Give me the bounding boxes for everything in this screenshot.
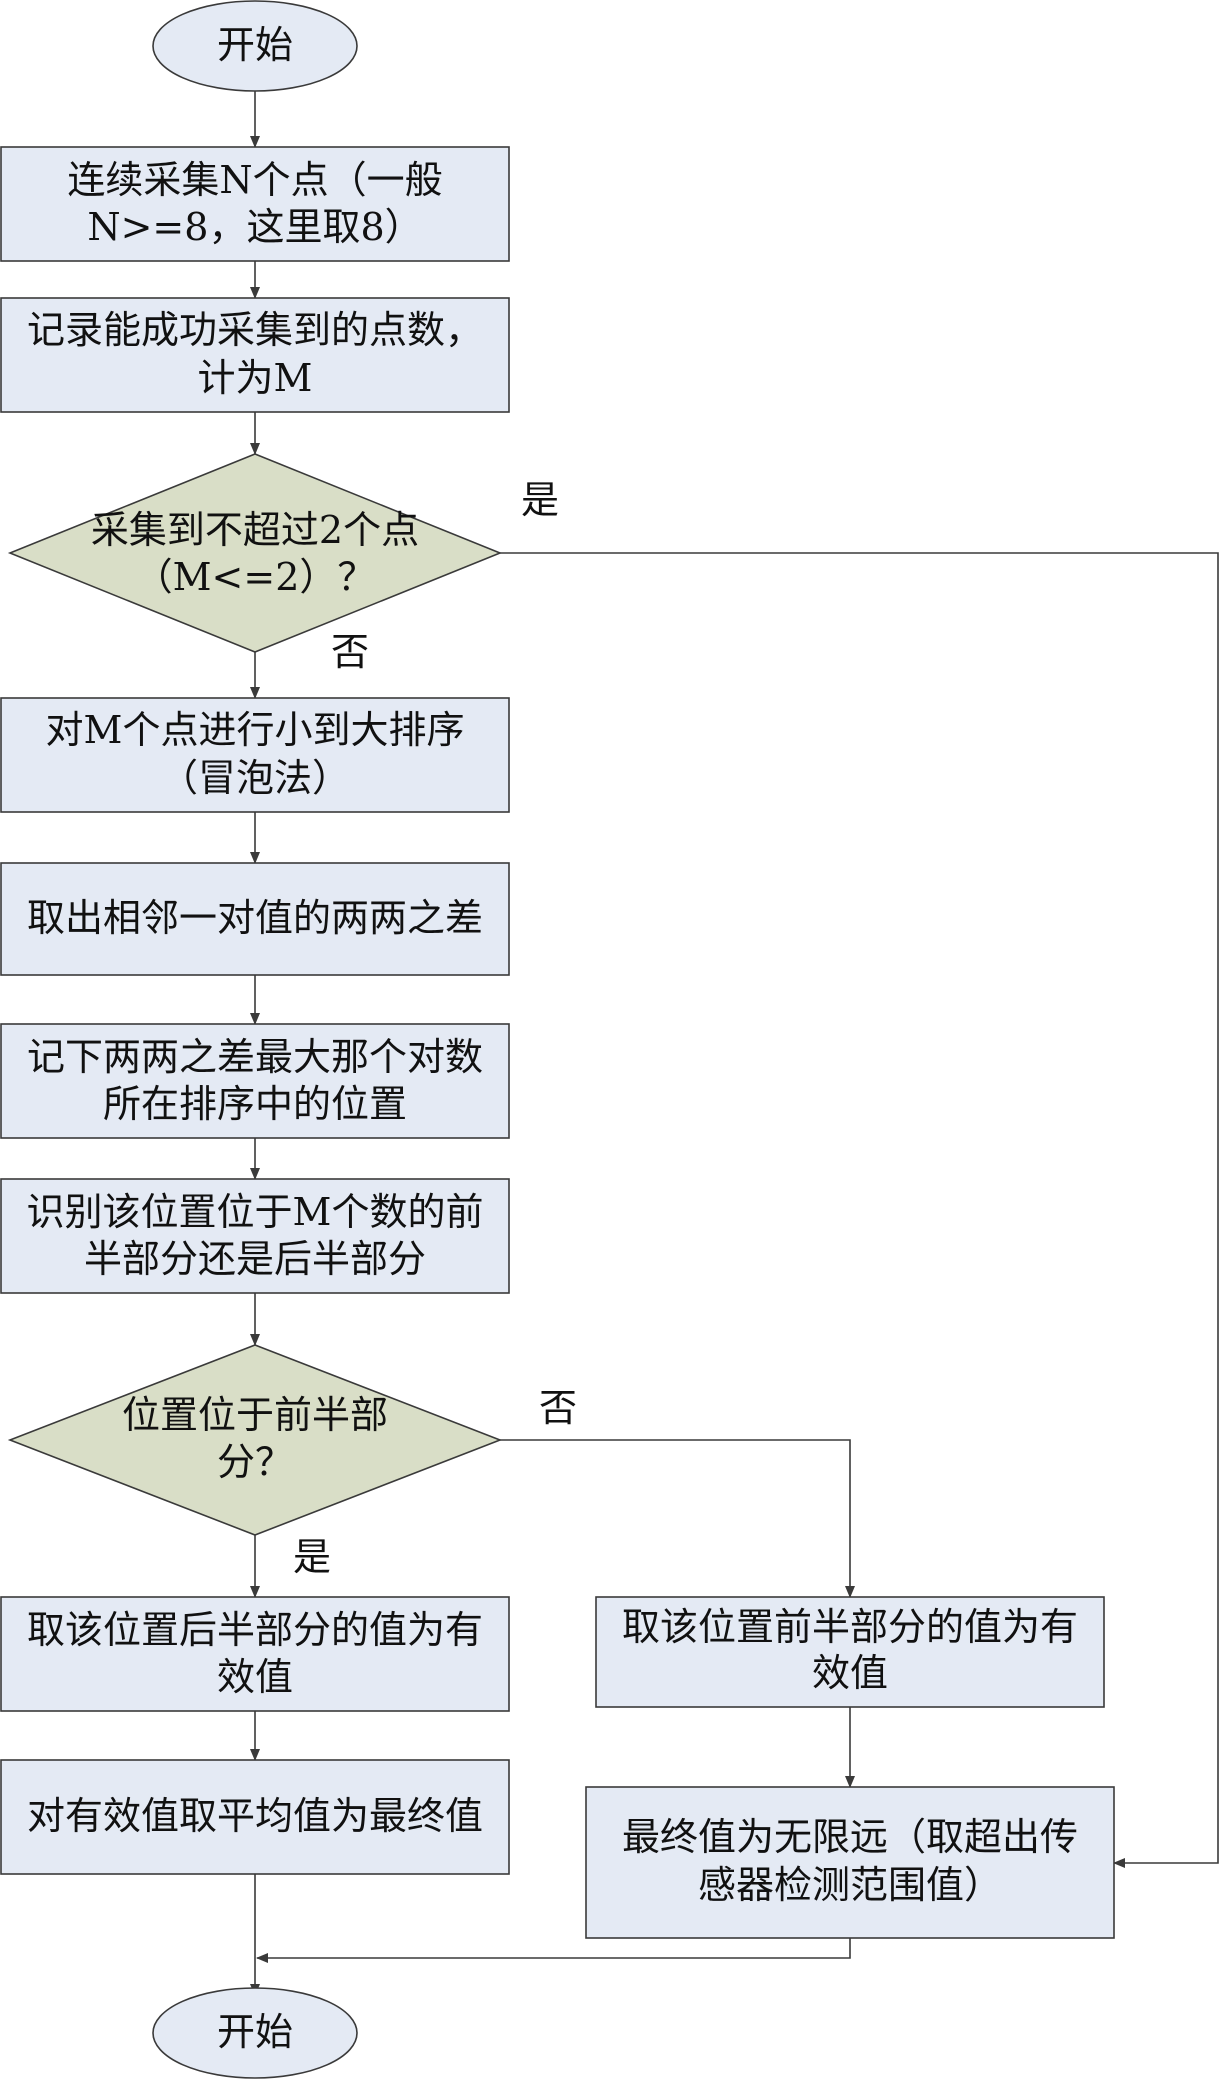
connectors	[250, 91, 1219, 1996]
sort-box: 对M个点进行小到大排序 （冒泡法）	[0, 697, 510, 813]
max-position-line2: 所在排序中的位置	[103, 1082, 407, 1126]
average-box: 对有效值取平均值为最终值	[0, 1759, 510, 1875]
max-position-rect	[0, 1023, 510, 1139]
take-front-half-line1: 取该位置前半部分的值为有	[622, 1605, 1078, 1649]
decision-front-half-line1: 位置位于前半部	[122, 1393, 388, 1437]
decision2-yes-label: 是	[293, 1535, 331, 1579]
record-count-line2: 计为M	[198, 356, 313, 400]
decision1-no-label: 否	[331, 630, 369, 674]
decision-few-points: 采集到不超过2个点 （M<=2）？	[7, 453, 503, 653]
max-position-box: 记下两两之差最大那个对数 所在排序中的位置	[0, 1023, 510, 1139]
collect-points-rect	[0, 146, 510, 262]
identify-half-line2: 半部分还是后半部分	[84, 1237, 426, 1281]
sort-line2: （冒泡法）	[160, 756, 350, 800]
take-back-half-box: 取该位置后半部分的值为有 效值	[0, 1596, 510, 1712]
decision-few-points-line1: 采集到不超过2个点	[91, 508, 419, 552]
take-front-half-rect	[595, 1596, 1105, 1708]
decision-front-half-diamond	[7, 1344, 503, 1536]
take-front-half-line2: 效值	[812, 1651, 888, 1695]
collect-points-line1: 连续采集N个点（一般	[67, 158, 442, 202]
infinite-line2: 感器检测范围值）	[698, 1863, 1002, 1907]
start-label: 开始	[217, 23, 293, 67]
decision-few-points-line2: （M<=2）？	[135, 555, 376, 599]
decision2-no-label: 否	[539, 1386, 577, 1430]
decision-front-half-line2: 分？	[217, 1440, 293, 1484]
record-count-box: 记录能成功采集到的点数， 计为M	[0, 297, 510, 413]
average-rect	[0, 1759, 510, 1875]
infinite-line1: 最终值为无限远（取超出传	[622, 1815, 1078, 1859]
end-ellipse	[152, 1987, 358, 2079]
take-front-half-box: 取该位置前半部分的值为有 效值	[595, 1596, 1105, 1708]
collect-points-line2: N>=8，这里取8）	[87, 205, 422, 249]
edge-decision1-infinite	[500, 552, 1219, 1868]
identify-half-rect	[0, 1178, 510, 1294]
take-back-half-rect	[0, 1596, 510, 1712]
sort-line1: 对M个点进行小到大排序	[46, 708, 465, 752]
start-ellipse	[152, 0, 358, 92]
record-count-rect	[0, 297, 510, 413]
difference-box: 取出相邻一对值的两两之差	[0, 862, 510, 976]
infinite-box: 最终值为无限远（取超出传 感器检测范围值）	[585, 1786, 1115, 1939]
decision1-yes-label: 是	[521, 478, 559, 522]
average-label: 对有效值取平均值为最终值	[27, 1794, 483, 1838]
start-terminal: 开始	[152, 0, 358, 92]
identify-half-box: 识别该位置位于M个数的前 半部分还是后半部分	[0, 1178, 510, 1294]
identify-half-line1: 识别该位置位于M个数的前	[27, 1190, 484, 1234]
take-back-half-line1: 取该位置后半部分的值为有	[27, 1608, 483, 1652]
edge-decision2-takefront	[500, 1439, 855, 1598]
end-label: 开始	[217, 2010, 293, 2054]
collect-points-box: 连续采集N个点（一般 N>=8，这里取8）	[0, 146, 510, 262]
max-position-line1: 记下两两之差最大那个对数	[27, 1035, 483, 1079]
difference-label: 取出相邻一对值的两两之差	[27, 896, 483, 940]
infinite-rect	[585, 1786, 1115, 1939]
decision-front-half: 位置位于前半部 分？	[7, 1344, 503, 1536]
take-back-half-line2: 效值	[217, 1655, 293, 1699]
difference-rect	[0, 862, 510, 976]
edge-infinite-merge	[256, 1938, 851, 1963]
decision-few-points-diamond	[7, 453, 503, 653]
sort-rect	[0, 697, 510, 813]
record-count-line1: 记录能成功采集到的点数，	[27, 308, 483, 352]
end-terminal: 开始	[152, 1987, 358, 2079]
